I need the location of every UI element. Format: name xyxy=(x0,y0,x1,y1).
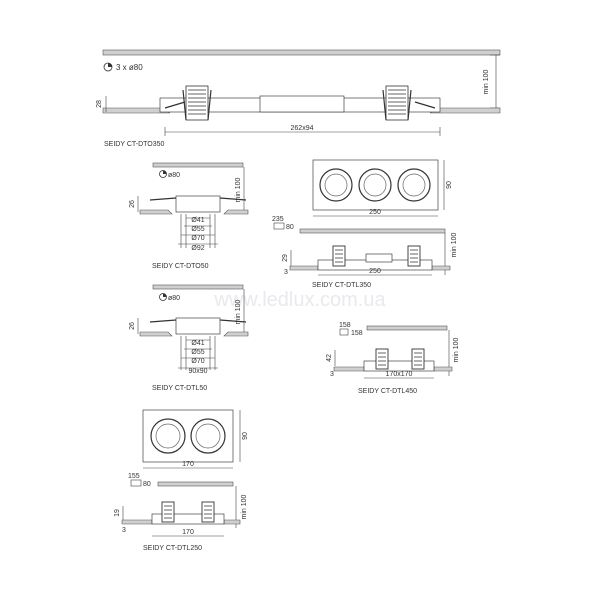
dto350-section: 3 x ø80 min 100 28 262 xyxy=(96,49,501,148)
holes-label: 3 x ø80 xyxy=(116,63,143,72)
lower-ceiling-right xyxy=(429,107,501,114)
dtl50-height-label: 26 xyxy=(129,322,136,330)
dtl450-height-label: 42 xyxy=(326,354,333,362)
dtl50-size: 90x90 xyxy=(188,368,207,375)
dtl50-d2: Ø55 xyxy=(191,349,204,356)
dto50-d2: Ø55 xyxy=(191,226,204,233)
dtl450-size: 170x170 xyxy=(386,371,413,378)
dtl50-ceiling xyxy=(152,284,244,290)
dtl250-small-label: 3 xyxy=(122,527,126,534)
dtl450-title: SEIDY CT-DTL450 xyxy=(358,388,417,395)
dto50-height-label: 26 xyxy=(129,200,136,208)
dtl350-small-label: 3 xyxy=(284,269,288,276)
min-height-label: min 100 xyxy=(483,69,490,94)
dtl50-hole-icon xyxy=(159,293,167,301)
dtl250-width-top: 170 xyxy=(182,461,194,468)
dtl350-cut-a: 235 xyxy=(272,216,284,223)
height-label: 28 xyxy=(96,100,103,108)
watermark: www.ledlux.com.ua xyxy=(213,289,386,311)
dtl250-title: SEIDY CT-DTL250 xyxy=(143,545,202,552)
dtl450-cut-b: 158 xyxy=(351,330,363,337)
dtl350-min-label: min 100 xyxy=(451,232,458,257)
dtl450-small-label: 3 xyxy=(330,371,334,378)
hole-icon xyxy=(103,62,113,72)
dto50-min-label: min 100 xyxy=(235,177,242,202)
dtl450-section: 158 158 min 100 42 3 170x170 SEIDY CT-DT… xyxy=(326,322,460,395)
dtl50-hole-label: ø80 xyxy=(168,295,180,302)
dtl350-depth-label: 90 xyxy=(446,181,453,189)
dtl350-width-bottom: 250 xyxy=(369,268,381,275)
dtl450-body xyxy=(363,360,435,372)
width-label: 262x94 xyxy=(291,125,314,132)
dtl50-d3: Ø70 xyxy=(191,358,204,365)
spring-clip-left xyxy=(182,85,212,121)
dtl250-body xyxy=(151,513,225,525)
dtl350-cut-b: 80 xyxy=(286,224,294,231)
dtl250-depth-label: 90 xyxy=(242,432,249,440)
dtl350-section: 90 250 235 80 min 100 29 3 250 SEIDY CT-… xyxy=(272,159,458,289)
dtl350-ceiling xyxy=(299,228,446,234)
lower-ceiling-left xyxy=(102,107,171,114)
dto50-d1: Ø41 xyxy=(191,217,204,224)
dto50-section: ø80 min 100 26 Ø41 Ø55 Ø70 Ø92 SEIDY CT-… xyxy=(129,162,249,270)
dtl250-section: 90 170 155 80 min 100 19 3 170 SEIDY CT-… xyxy=(114,409,249,552)
dto50-d4: Ø92 xyxy=(191,245,204,252)
upper-ceiling xyxy=(102,49,501,56)
dtl450-cut-a: 158 xyxy=(339,322,351,329)
dto50-hole-icon xyxy=(159,170,167,178)
dtl50-min-label: min 100 xyxy=(235,299,242,324)
dto50-title: SEIDY CT-DTO50 xyxy=(152,263,209,270)
dtl50-section: ø80 min 100 26 Ø41 Ø55 Ø70 90x90 SEIDY C… xyxy=(129,284,249,392)
dtl450-ceiling xyxy=(366,325,448,331)
dtl350-width-top: 250 xyxy=(369,209,381,216)
dtl50-body xyxy=(175,317,221,335)
dtl350-height-label: 29 xyxy=(282,254,289,262)
dtl250-cut-b: 80 xyxy=(143,481,151,488)
dtl250-cut-a: 155 xyxy=(128,473,140,480)
dtl450-min-label: min 100 xyxy=(453,337,460,362)
dtl250-width-bottom: 170 xyxy=(182,529,194,536)
dtl50-d1: Ø41 xyxy=(191,340,204,347)
fixture-center-block xyxy=(259,95,345,113)
dto350-title: SEIDY CT-DTO350 xyxy=(104,141,165,148)
dtl250-ceiling xyxy=(157,481,234,487)
spring-clip-right xyxy=(382,85,412,121)
dtl250-height-label: 19 xyxy=(114,509,121,517)
dto50-hole-label: ø80 xyxy=(168,172,180,179)
dtl350-title: SEIDY CT-DTL350 xyxy=(312,282,371,289)
dto50-body xyxy=(175,195,221,213)
dto50-d3: Ø70 xyxy=(191,235,204,242)
dtl250-min-label: min 100 xyxy=(241,494,248,519)
dto50-ceiling xyxy=(152,162,244,168)
dtl50-title: SEIDY CT-DTL50 xyxy=(152,385,207,392)
